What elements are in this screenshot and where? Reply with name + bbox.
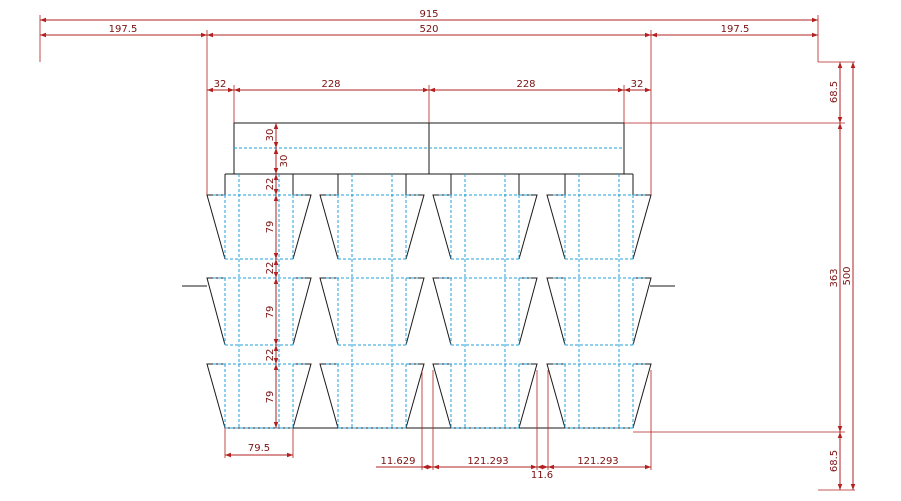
dim-gap-2: 11.6 bbox=[531, 464, 553, 481]
cup-flare-left bbox=[432, 363, 452, 429]
cup-flare-left bbox=[432, 277, 452, 346]
cup-flare-right bbox=[632, 363, 652, 429]
dim-margin-right: 197.5 bbox=[651, 24, 818, 38]
cup-flare-right bbox=[518, 363, 538, 429]
dim-flap-right-label: 32 bbox=[631, 79, 644, 90]
dim-total-height-label: 500 bbox=[842, 266, 853, 285]
dim-gap-1-label: 11.629 bbox=[381, 456, 416, 467]
dim-gap-1: 11.629 bbox=[376, 456, 433, 470]
cup-flare-left bbox=[319, 194, 339, 260]
dim-cup-width-label: 79.5 bbox=[248, 443, 270, 454]
dim-top-gap: 68.5 bbox=[829, 62, 843, 123]
dim-chain-vertical: 30 30 22 79 22 79 22 79 bbox=[265, 123, 290, 428]
dim-cup-width: 79.5 bbox=[225, 443, 293, 458]
cup-flare-left bbox=[206, 363, 226, 429]
cup-flare-right bbox=[405, 277, 425, 346]
dim-total-width: 915 bbox=[40, 9, 818, 23]
dim-inner-height-label: 363 bbox=[829, 268, 840, 287]
cup-flare-right bbox=[292, 363, 312, 429]
dim-panel-a: 228 bbox=[234, 79, 429, 93]
dim-margin-right-label: 197.5 bbox=[721, 24, 750, 35]
dim-margin-left-label: 197.5 bbox=[109, 24, 138, 35]
dim-cell-2-label: 79 bbox=[265, 306, 276, 319]
dim-pitch-2: 121.293 bbox=[548, 456, 651, 470]
dim-margin-left: 197.5 bbox=[40, 24, 207, 38]
dim-pitch-1: 121.293 bbox=[433, 456, 537, 470]
dim-panel-b: 228 bbox=[429, 79, 624, 93]
dim-bottom-gap-label: 68.5 bbox=[829, 450, 840, 472]
cup-flare-right bbox=[518, 194, 538, 260]
cup-flare-left bbox=[206, 277, 226, 346]
fold-lines bbox=[213, 147, 645, 429]
dim-lid-b-label: 30 bbox=[279, 155, 290, 168]
cup-flare-right bbox=[632, 277, 652, 346]
cup-flare-right bbox=[405, 363, 425, 429]
cup-flare-right bbox=[292, 277, 312, 346]
dim-band-1-label: 22 bbox=[265, 178, 276, 191]
cup-flare-right bbox=[632, 194, 652, 260]
dim-pitch-2-label: 121.293 bbox=[577, 456, 618, 467]
cup-flare-left bbox=[319, 363, 339, 429]
cup-flare-left bbox=[546, 277, 566, 346]
cup-flare-left bbox=[319, 277, 339, 346]
cup-columns bbox=[206, 174, 652, 429]
dim-panel-b-label: 228 bbox=[516, 79, 535, 90]
dim-band-3-label: 22 bbox=[265, 349, 276, 362]
cup-flare-left bbox=[206, 194, 226, 260]
dim-inner-width-label: 520 bbox=[419, 24, 438, 35]
dim-cell-3-label: 79 bbox=[265, 391, 276, 404]
dim-total-height: 500 bbox=[842, 62, 856, 490]
dim-lid-a-label: 30 bbox=[265, 129, 276, 142]
cup-flare-left bbox=[432, 194, 452, 260]
cup-flare-right bbox=[292, 194, 312, 260]
dim-bottom-gap: 68.5 bbox=[829, 432, 843, 490]
box-outline bbox=[182, 122, 675, 429]
dim-panel-a-label: 228 bbox=[321, 79, 340, 90]
dim-cell-1-label: 79 bbox=[265, 221, 276, 234]
cup-flare-right bbox=[518, 277, 538, 346]
dim-inner-width: 520 bbox=[207, 24, 651, 38]
cup-flare-left bbox=[546, 363, 566, 429]
dim-flap-left: 32 bbox=[207, 79, 234, 93]
dim-total-width-label: 915 bbox=[419, 9, 438, 20]
dim-pitch-1-label: 121.293 bbox=[467, 456, 508, 467]
dim-top-gap-label: 68.5 bbox=[829, 81, 840, 103]
dim-flap-left-label: 32 bbox=[214, 79, 227, 90]
cup-flare-left bbox=[546, 194, 566, 260]
dim-band-2-label: 22 bbox=[265, 262, 276, 275]
cup-flare-right bbox=[405, 194, 425, 260]
dim-flap-right: 32 bbox=[624, 79, 651, 93]
dim-inner-height: 363 bbox=[829, 123, 843, 432]
extension-lines bbox=[39, 15, 855, 491]
dim-gap-2-label: 11.6 bbox=[531, 470, 553, 481]
